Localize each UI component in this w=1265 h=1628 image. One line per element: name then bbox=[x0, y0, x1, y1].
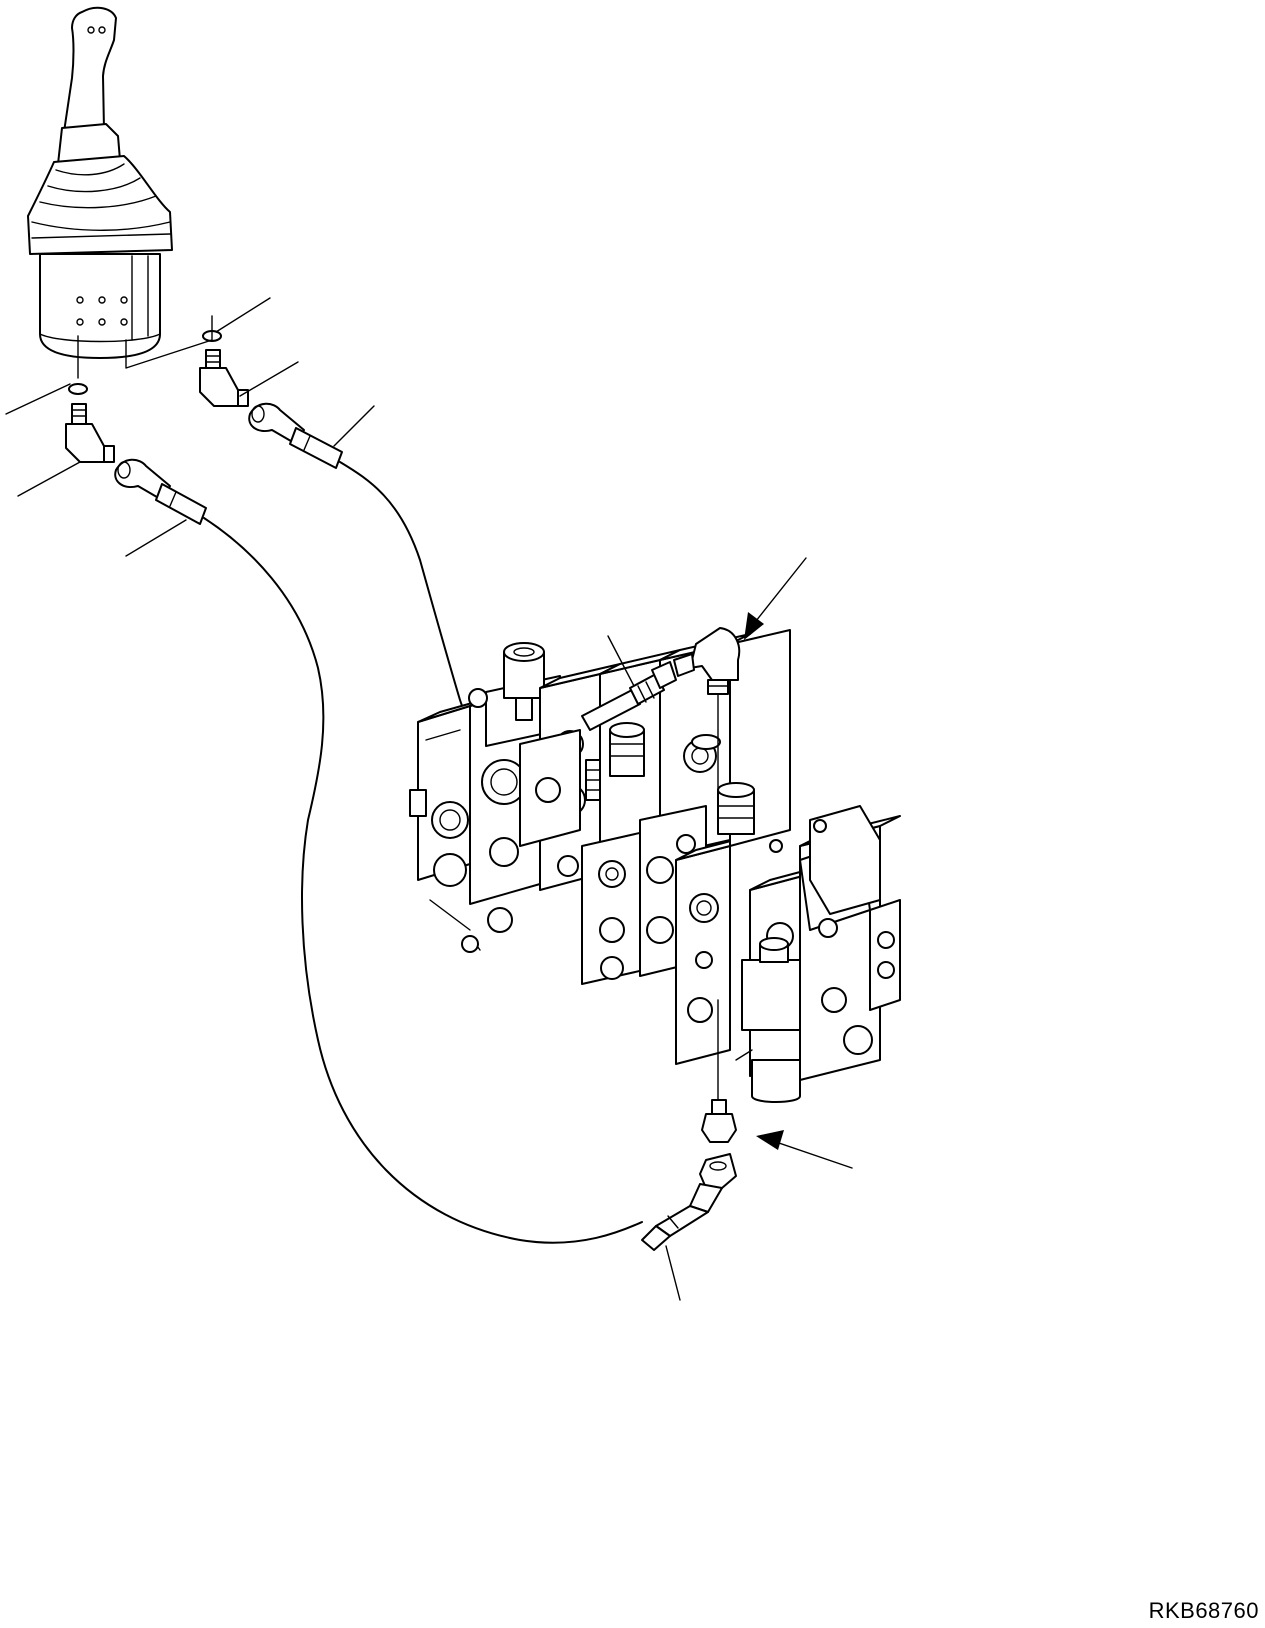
elbow-fitting-valve bbox=[674, 628, 739, 820]
lower-fittings bbox=[642, 1000, 736, 1250]
o-ring-left bbox=[69, 384, 87, 394]
elbow-fitting-left bbox=[66, 404, 114, 462]
pilot-hose-left bbox=[204, 518, 642, 1243]
callout-leaders bbox=[6, 298, 852, 1300]
pilot-hose-upper bbox=[340, 462, 490, 736]
hose-adapter-valve bbox=[582, 662, 676, 730]
drawing-code: RKB68760 bbox=[1148, 1598, 1259, 1623]
elbow-fitting-upper bbox=[200, 350, 248, 406]
hose-end-left bbox=[115, 460, 206, 524]
o-ring-upper bbox=[203, 331, 221, 341]
joystick-lever bbox=[28, 8, 212, 378]
hose-end-upper bbox=[249, 404, 342, 468]
control-valve bbox=[410, 630, 900, 1102]
